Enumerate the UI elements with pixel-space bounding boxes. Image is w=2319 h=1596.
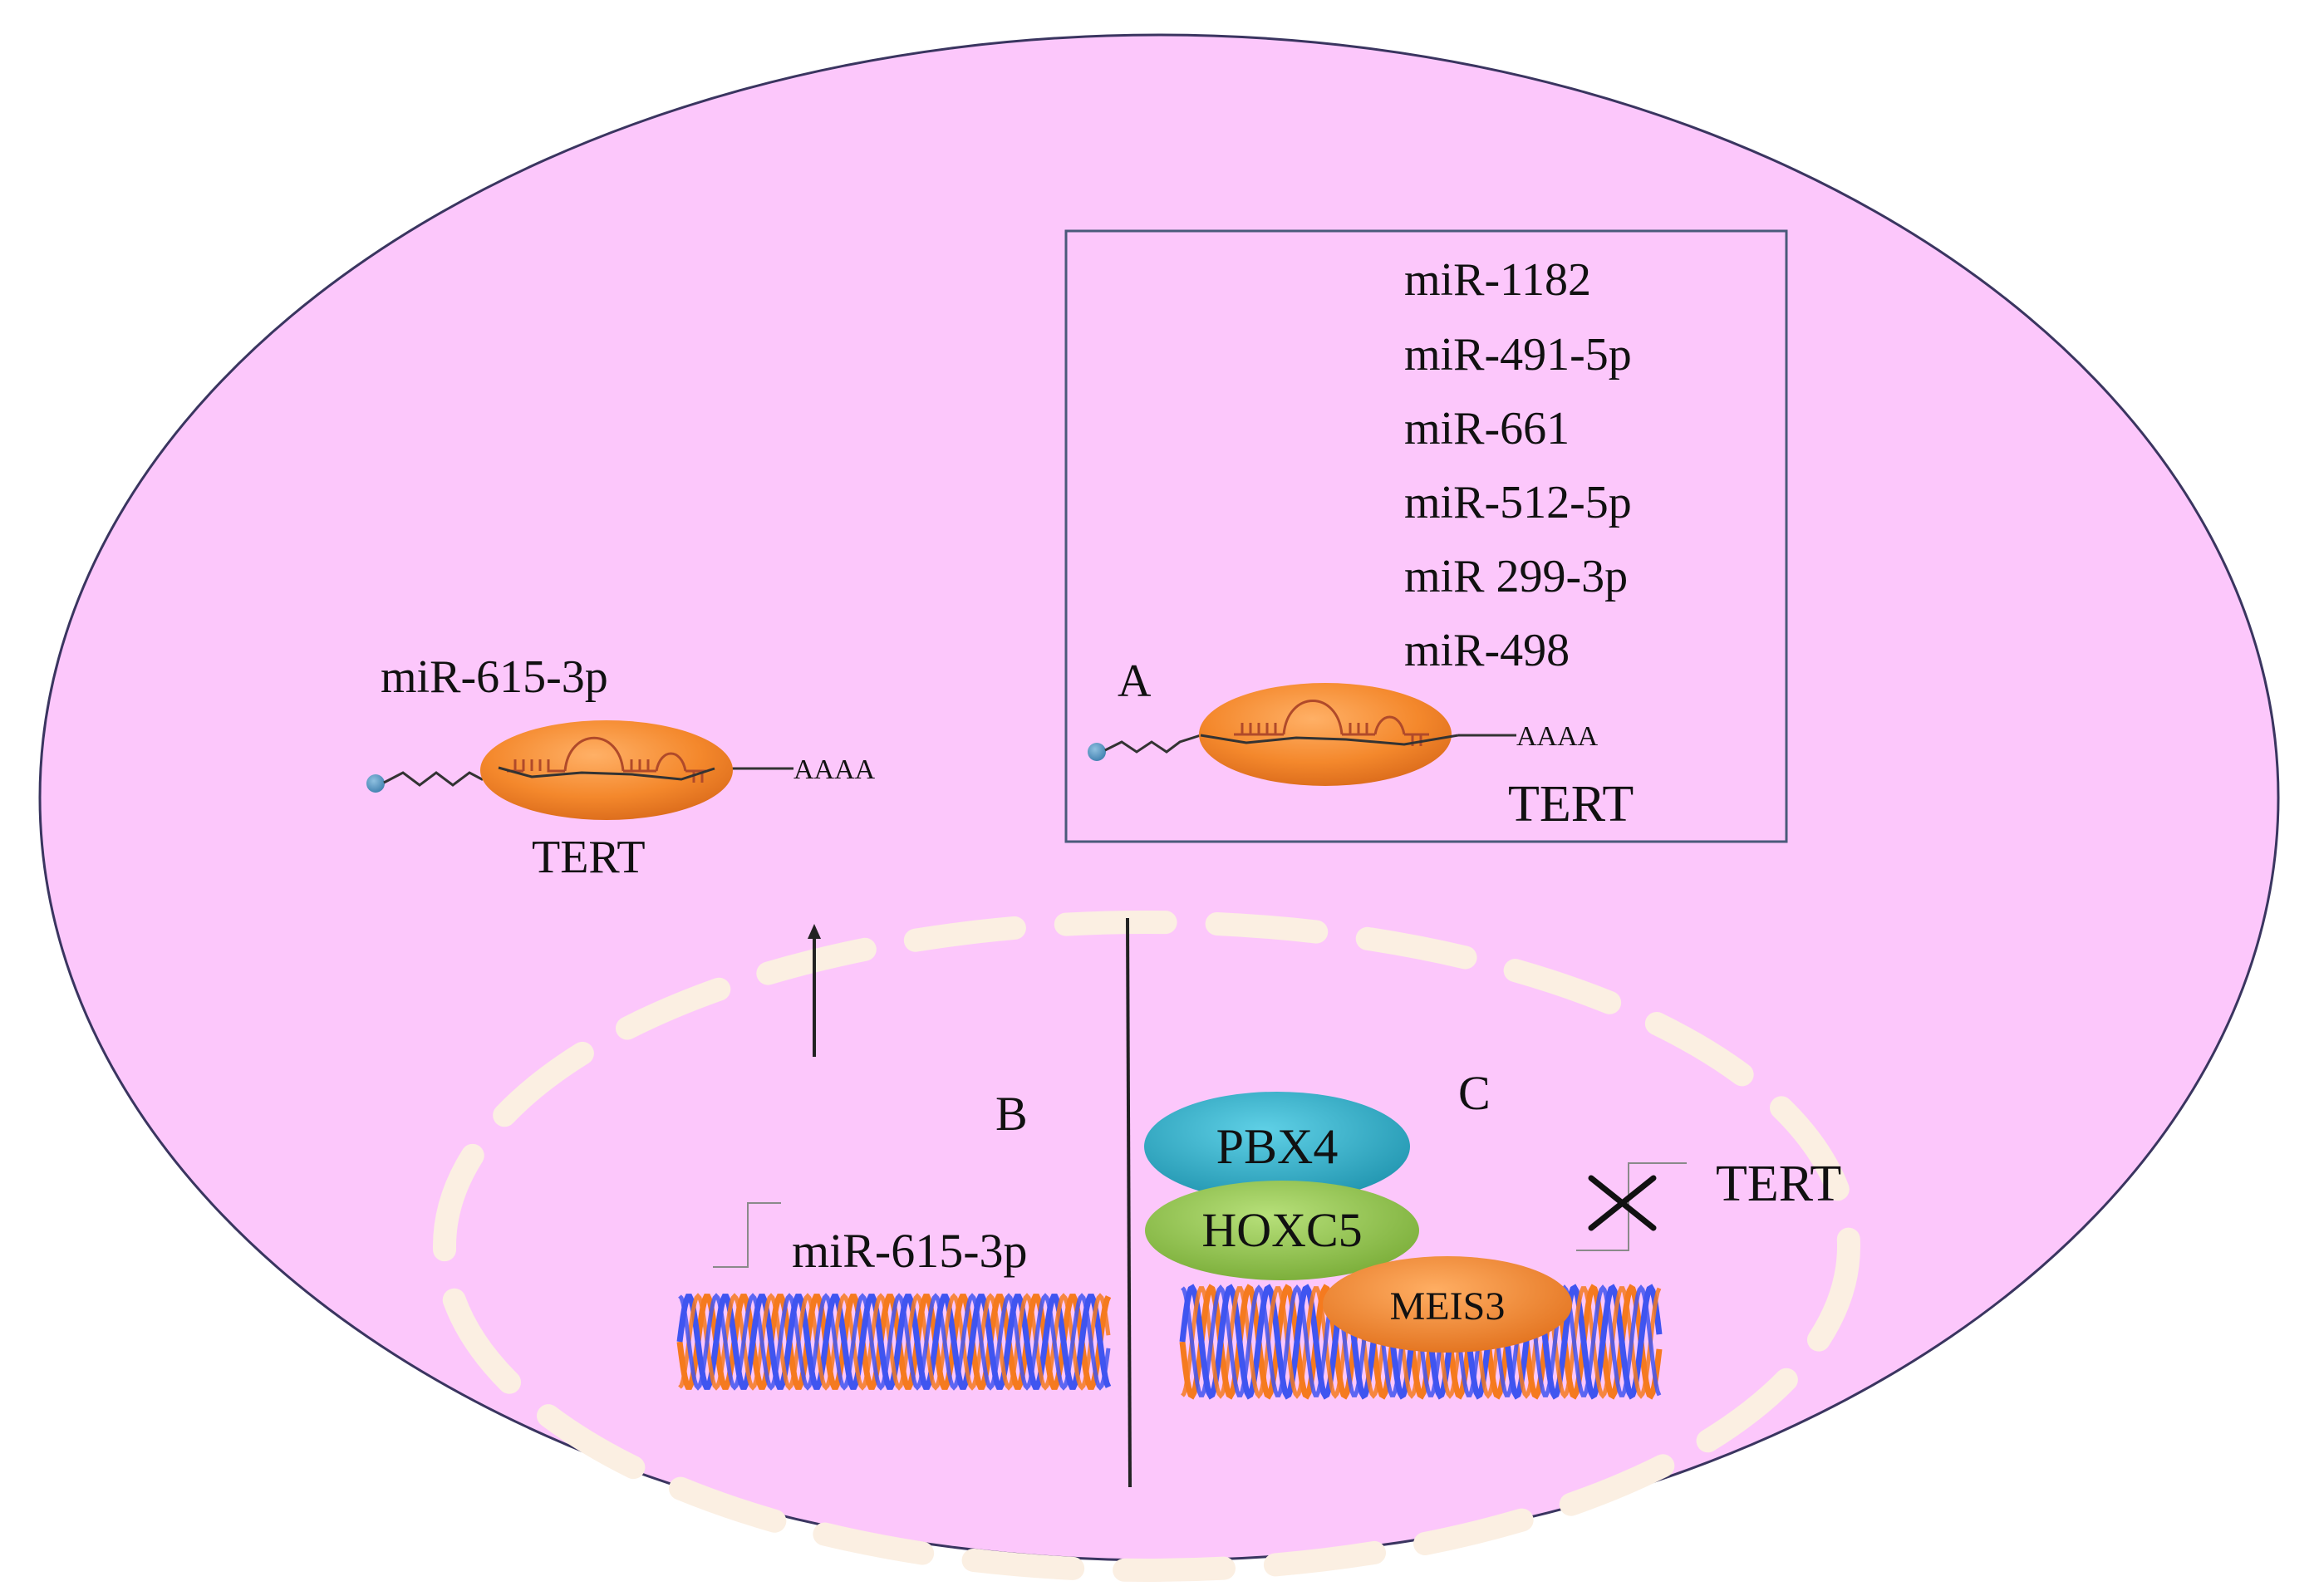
panel-a-tert-label: TERT — [1508, 776, 1634, 832]
panel-b-promoter-arrow — [713, 1202, 781, 1268]
mirna-list-item: miR-498 — [1404, 625, 1570, 676]
cell-body — [38, 33, 2280, 1562]
ribosome-icon — [480, 720, 733, 820]
panel-a-mrna-complex: AAAA — [1088, 683, 1599, 786]
panel-a-box — [1064, 229, 1788, 843]
panel-b-letter: B — [995, 1087, 1028, 1141]
mirna-list-item: miR-1182 — [1404, 254, 1591, 306]
protein-complex: PBX4 HOXC5 MEIS3 — [1144, 1092, 1572, 1353]
cytoplasm-mrna-complex: AAAA — [366, 720, 876, 820]
export-arrow — [808, 924, 821, 1057]
pbx4-protein-icon — [1144, 1092, 1410, 1201]
panel-a-letter: A — [1118, 656, 1152, 707]
meis3-protein-icon — [1323, 1256, 1572, 1353]
mirna-list-item: miR-661 — [1404, 403, 1570, 454]
panel-divider-line — [1126, 917, 1132, 1488]
blocked-cross-icon — [1588, 1175, 1657, 1231]
mrna-cap-icon — [1088, 743, 1106, 761]
hoxc5-label: HOXC5 — [1201, 1203, 1362, 1257]
mrna-through-ribosome — [498, 766, 715, 781]
mrna-cap-icon — [366, 774, 385, 793]
dna-helix-b — [676, 1293, 1112, 1391]
hoxc5-protein-icon — [1145, 1181, 1419, 1280]
meis3-label: MEIS3 — [1390, 1284, 1506, 1328]
pbx4-label: PBX4 — [1216, 1119, 1339, 1174]
panel-b-gene-label: miR-615-3p — [792, 1224, 1028, 1278]
dna-strand — [678, 1293, 1111, 1391]
cytoplasm-mirna-label: miR-615-3p — [381, 651, 608, 703]
mrna-through-ribosome — [1200, 734, 1459, 746]
mirna-list-item: miR 299-3p — [1404, 551, 1628, 602]
panel-a-mirna-list: miR-1182 miR-491-5p miR-661 miR-512-5p m… — [1404, 254, 1632, 676]
panel-c-letter: C — [1458, 1066, 1491, 1120]
polyA-tail-label: AAAA — [1516, 721, 1599, 752]
mrna-5prime-tail — [383, 766, 499, 787]
mirna-list-item: miR-512-5p — [1404, 477, 1632, 528]
panel-c-tert-label: TERT — [1716, 1156, 1841, 1212]
mirna-duplex-icon — [1234, 700, 1429, 746]
nucleus-membrane — [433, 911, 1860, 1582]
polyA-tail-label: AAAA — [793, 754, 876, 785]
ribosome-icon — [1199, 683, 1452, 786]
mirna-list-item: miR-491-5p — [1404, 329, 1632, 381]
mrna-5prime-tail — [1104, 734, 1201, 754]
cytoplasm-tert-label: TERT — [532, 832, 646, 883]
